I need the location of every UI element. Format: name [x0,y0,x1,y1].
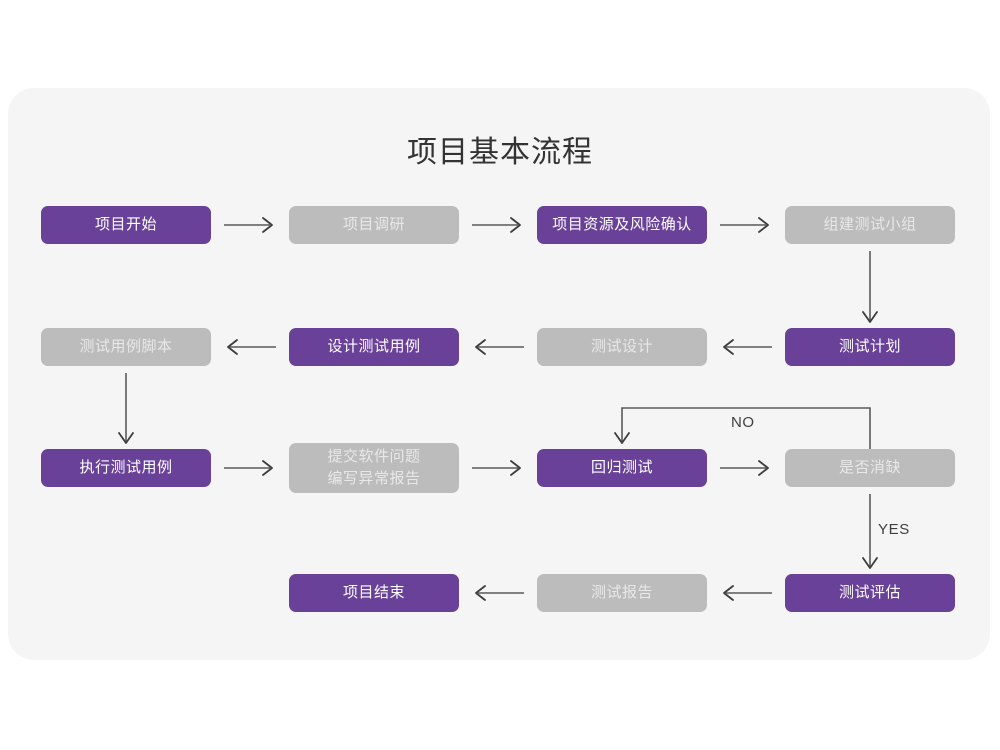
edge-label-no: NO [731,414,755,431]
node-project-start[interactable]: 项目开始 [41,206,211,244]
node-test-design[interactable]: 测试设计 [537,328,707,366]
page-title: 项目基本流程 [407,136,593,169]
node-submit-issue-report[interactable]: 提交软件问题 编写异常报告 [289,443,459,493]
diagram-panel [8,88,990,660]
node-defect-cleared-decision[interactable]: 是否消缺 [785,449,955,487]
node-test-plan[interactable]: 测试计划 [785,328,955,366]
node-regression-test[interactable]: 回归测试 [537,449,707,487]
node-execute-test-case[interactable]: 执行测试用例 [41,449,211,487]
edge-label-yes: YES [878,521,910,538]
node-test-case-script[interactable]: 测试用例脚本 [41,328,211,366]
node-test-evaluation[interactable]: 测试评估 [785,574,955,612]
node-design-test-case[interactable]: 设计测试用例 [289,328,459,366]
node-project-end[interactable]: 项目结束 [289,574,459,612]
node-project-research[interactable]: 项目调研 [289,206,459,244]
node-resource-risk-confirm[interactable]: 项目资源及风险确认 [537,206,707,244]
node-test-report[interactable]: 测试报告 [537,574,707,612]
node-form-test-team[interactable]: 组建测试小组 [785,206,955,244]
